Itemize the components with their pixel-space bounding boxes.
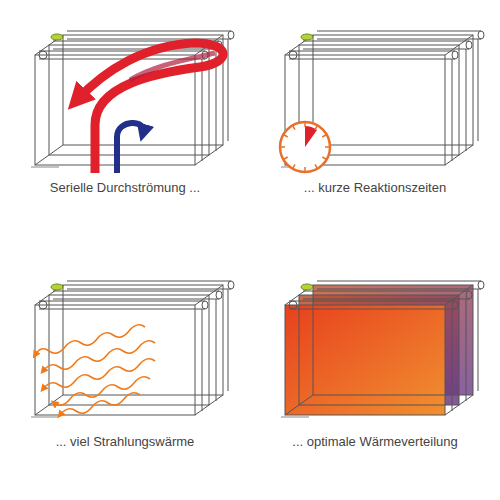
caption-text: ... kurze Reaktionszeiten	[255, 180, 495, 196]
caption-text: ... optimale Wärmeverteilung	[255, 434, 495, 450]
caption-text: ... viel Strahlungswärme	[5, 434, 245, 450]
caption-text: Serielle Durchströmung ...	[5, 180, 245, 196]
